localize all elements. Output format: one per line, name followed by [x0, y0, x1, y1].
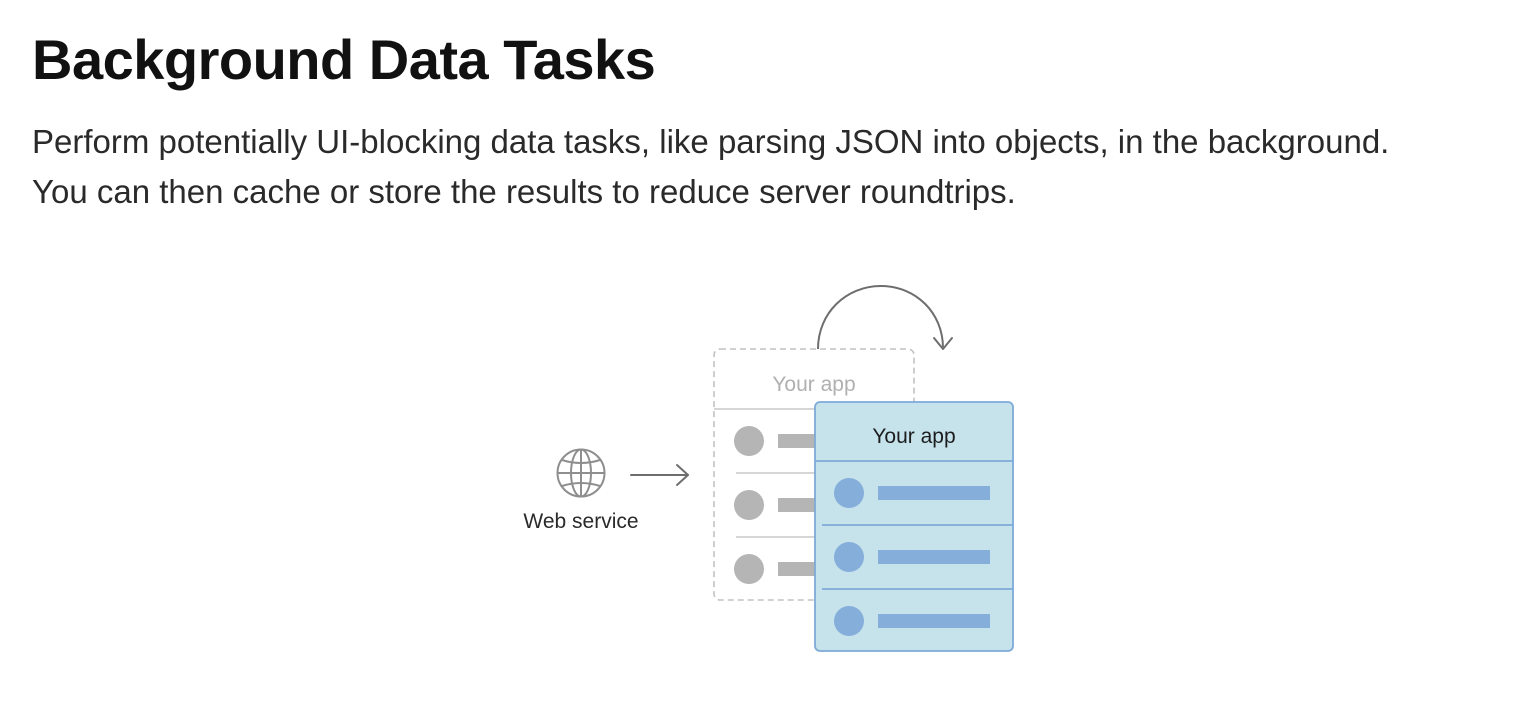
foreground-app-label: Your app — [872, 425, 955, 448]
page-title: Background Data Tasks — [32, 28, 656, 91]
web-service-label: Web service — [523, 510, 638, 533]
foreground-list-item — [834, 542, 990, 572]
globe-icon — [556, 448, 606, 498]
foreground-list-item — [834, 606, 990, 636]
description-line-2: You can then cache or store the results … — [32, 173, 1016, 210]
curved-arrow-icon — [817, 285, 953, 350]
foreground-list-item — [834, 478, 990, 508]
description-line-1: Perform potentially UI-blocking data tas… — [32, 123, 1390, 160]
background-app-label: Your app — [772, 373, 855, 396]
page-description: Perform potentially UI-blocking data tas… — [32, 117, 1502, 217]
arrow-right-icon — [630, 464, 689, 486]
foreground-app-panel: Your app — [814, 401, 1014, 652]
